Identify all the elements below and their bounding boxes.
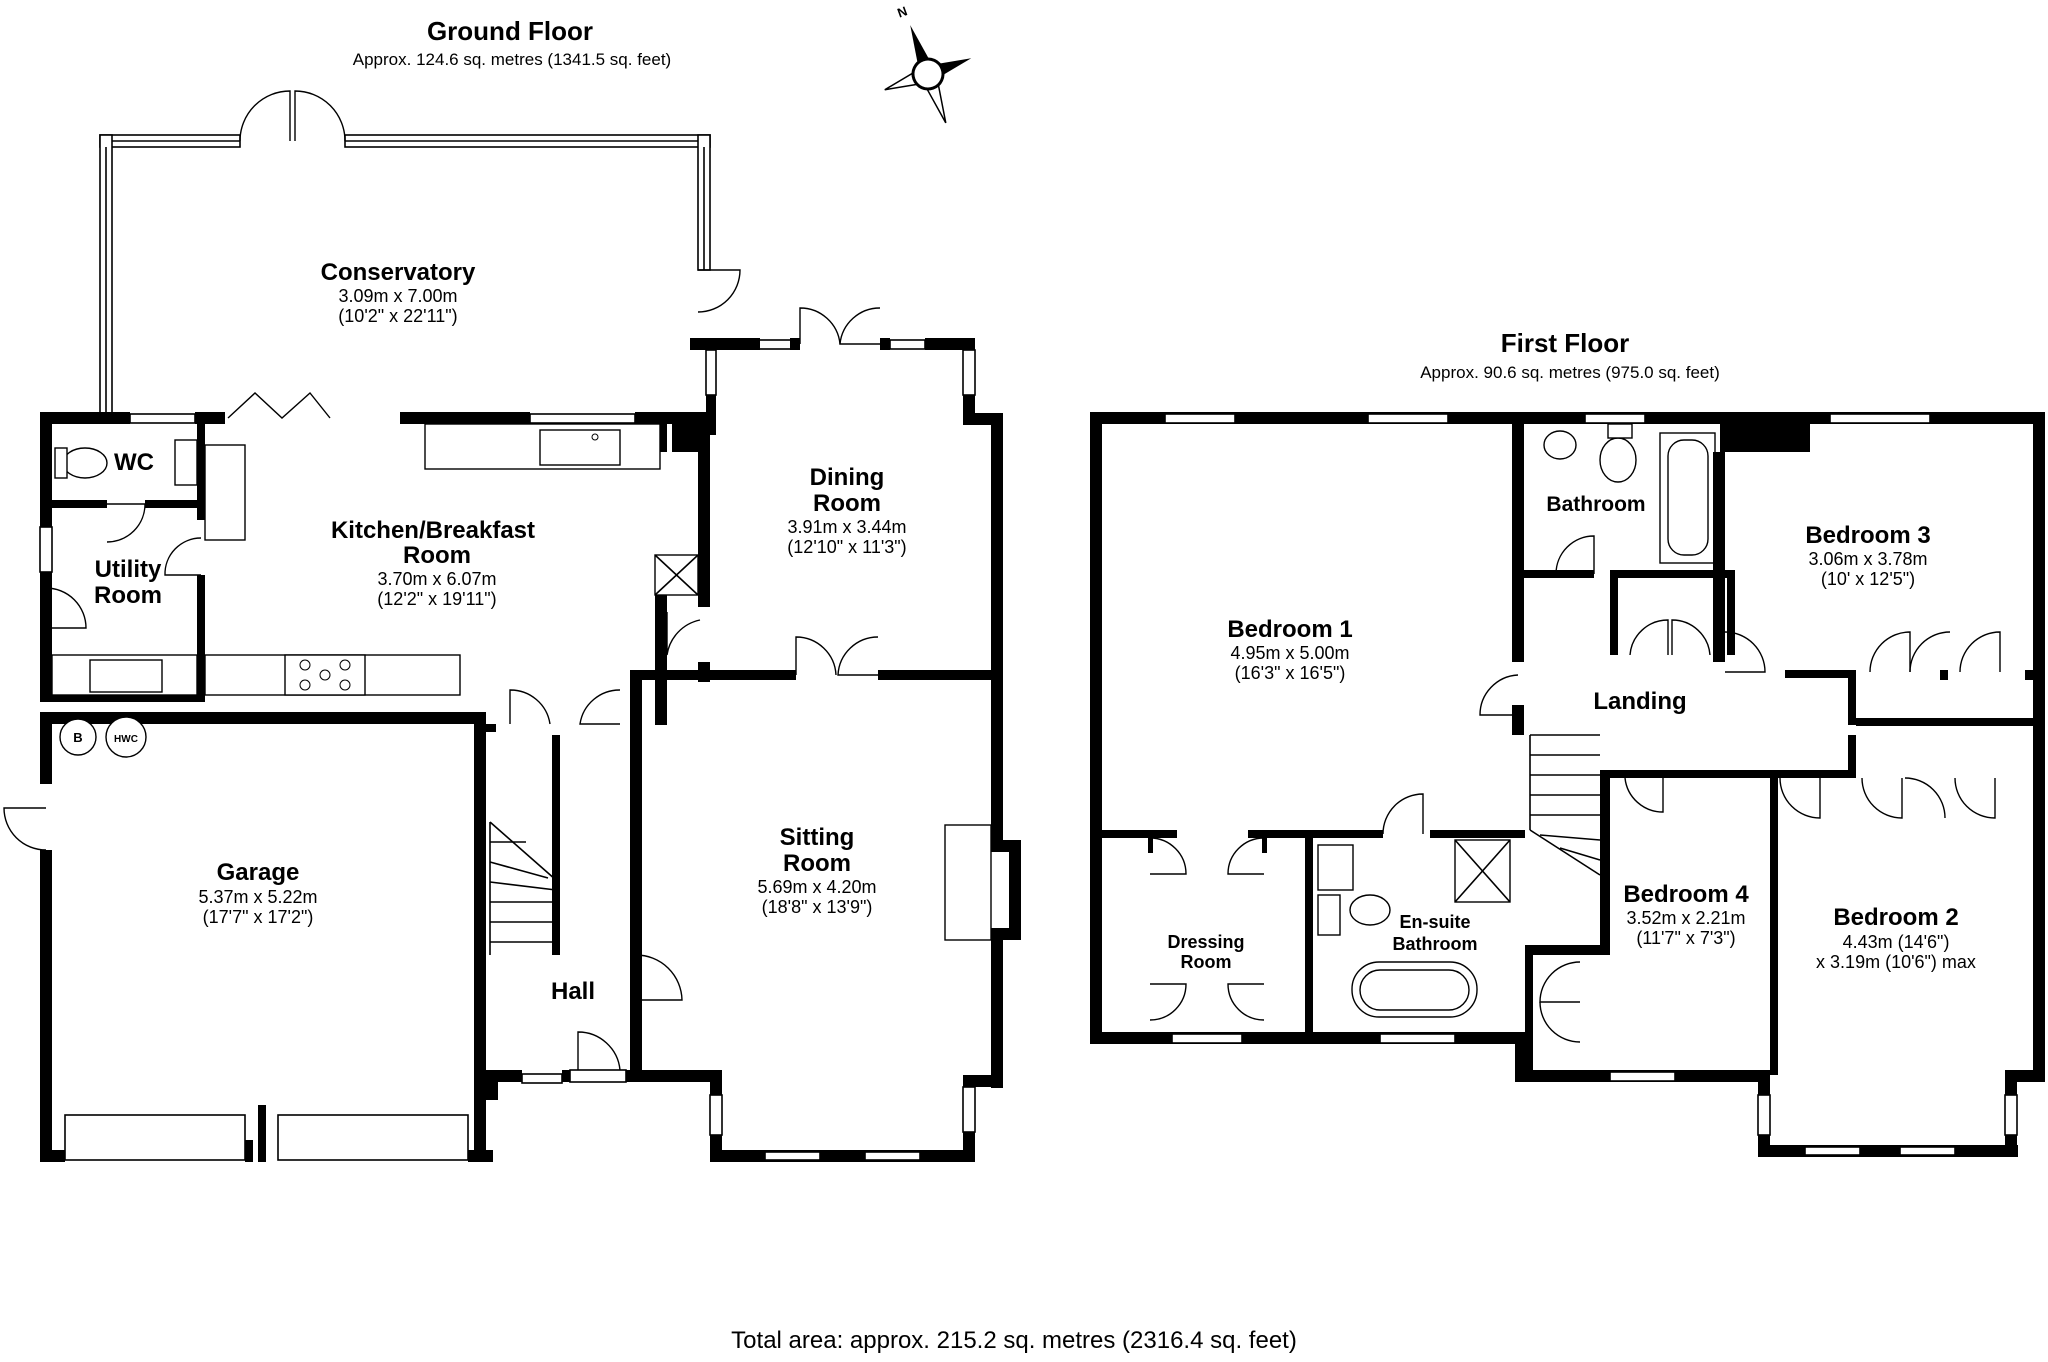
garage-dim-ft: (17'7" x 17'2") [203, 907, 314, 927]
bedroom3-dim-ft: (10' x 12'5") [1821, 569, 1915, 589]
kitchen-name-1: Kitchen/Breakfast [331, 517, 535, 544]
dressing-name-2: Room [1181, 952, 1232, 972]
compass-north-label: N [895, 3, 909, 20]
conservatory-walls [99, 90, 741, 416]
ground-floor-walls [3, 307, 1021, 1162]
first-floor-title: First Floor [1501, 328, 1630, 358]
bedroom1-label: Bedroom 1 4.95m x 5.00m (16'3" x 16'5") [1227, 616, 1352, 683]
bedroom4-label: Bedroom 4 3.52m x 2.21m (11'7" x 7'3") [1623, 881, 1749, 948]
boiler-label: B [73, 730, 82, 745]
bedroom4-dim-m: 3.52m x 2.21m [1626, 908, 1745, 928]
sitting-dim-ft: (18'8" x 13'9") [762, 897, 873, 917]
kitchen-name-2: Room [403, 542, 471, 569]
hot-water-cylinder-icon [105, 716, 147, 758]
sitting-dim-m: 5.69m x 4.20m [757, 877, 876, 897]
dining-name-2: Room [813, 490, 881, 517]
bedroom3-name: Bedroom 3 [1805, 522, 1930, 549]
conservatory-name: Conservatory [321, 259, 476, 286]
utility-name-1: Utility [95, 556, 162, 583]
bedroom2-dim-1: 4.43m (14'6") [1843, 932, 1950, 952]
bedroom4-dim-ft: (11'7" x 7'3") [1636, 928, 1735, 948]
utility-label: Utility Room [94, 556, 162, 609]
bedroom1-dim-ft: (16'3" x 16'5") [1235, 663, 1346, 683]
sitting-label: Sitting Room 5.69m x 4.20m (18'8" x 13'9… [757, 824, 876, 917]
ground-floor-title: Ground Floor [427, 16, 593, 46]
dining-dim-m: 3.91m x 3.44m [787, 517, 906, 537]
first-floor-walls [1090, 412, 2045, 1157]
kitchen-dim-m: 3.70m x 6.07m [377, 569, 496, 589]
wc-label: WC [114, 449, 154, 476]
bedroom1-dim-m: 4.95m x 5.00m [1230, 643, 1349, 663]
hall-label: Hall [551, 978, 595, 1005]
dining-name-1: Dining [810, 464, 885, 491]
ground-floor-area: Approx. 124.6 sq. metres (1341.5 sq. fee… [353, 50, 671, 69]
ensuite-label: En-suite Bathroom [1393, 912, 1478, 954]
ensuite-name-1: En-suite [1399, 912, 1470, 932]
dressing-label: Dressing Room [1167, 932, 1244, 972]
garage-dim-m: 5.37m x 5.22m [198, 887, 317, 907]
compass-rose-icon [884, 25, 972, 124]
dining-label: Dining Room 3.91m x 3.44m (12'10" x 11'3… [787, 464, 906, 557]
first-floor-area: Approx. 90.6 sq. metres (975.0 sq. feet) [1420, 363, 1720, 382]
conservatory-dim-ft: (10'2" x 22'11") [338, 306, 457, 326]
hot-water-cylinder-label: HWC [114, 734, 138, 745]
bedroom1-name: Bedroom 1 [1227, 616, 1352, 643]
total-area: Total area: approx. 215.2 sq. metres (23… [731, 1327, 1297, 1354]
kitchen-fixtures [51, 423, 699, 696]
bedroom2-dim-2: x 3.19m (10'6") max [1816, 952, 1976, 972]
ensuite-name-2: Bathroom [1393, 934, 1478, 954]
bedroom2-name: Bedroom 2 [1833, 904, 1958, 931]
boiler-icon [59, 718, 97, 756]
conservatory-dim-m: 3.09m x 7.00m [338, 286, 457, 306]
hall-name: Hall [551, 978, 595, 1005]
garage-name: Garage [217, 859, 300, 886]
utility-name-2: Room [94, 582, 162, 609]
bedroom4-name: Bedroom 4 [1623, 881, 1749, 908]
landing-name: Landing [1593, 688, 1686, 715]
dining-dim-ft: (12'10" x 11'3") [787, 537, 906, 557]
garage-symbols: B HWC [59, 716, 147, 758]
sitting-name-2: Room [783, 850, 851, 877]
conservatory-label: Conservatory 3.09m x 7.00m (10'2" x 22'1… [321, 259, 476, 326]
garage-label: Garage 5.37m x 5.22m (17'7" x 17'2") [198, 859, 317, 927]
landing-label: Landing [1593, 688, 1686, 715]
bathroom-label: Bathroom [1546, 493, 1645, 516]
kitchen-dim-ft: (12'2" x 19'11") [377, 589, 496, 609]
bathroom-name: Bathroom [1546, 493, 1645, 516]
sitting-name-1: Sitting [780, 824, 855, 851]
wc-name: WC [114, 449, 154, 476]
dressing-name-1: Dressing [1167, 932, 1244, 952]
bedroom3-dim-m: 3.06m x 3.78m [1808, 549, 1927, 569]
kitchen-label: Kitchen/Breakfast Room 3.70m x 6.07m (12… [331, 517, 535, 609]
bedroom3-label: Bedroom 3 3.06m x 3.78m (10' x 12'5") [1805, 522, 1930, 589]
bedroom2-label: Bedroom 2 4.43m (14'6") x 3.19m (10'6") … [1816, 904, 1976, 972]
